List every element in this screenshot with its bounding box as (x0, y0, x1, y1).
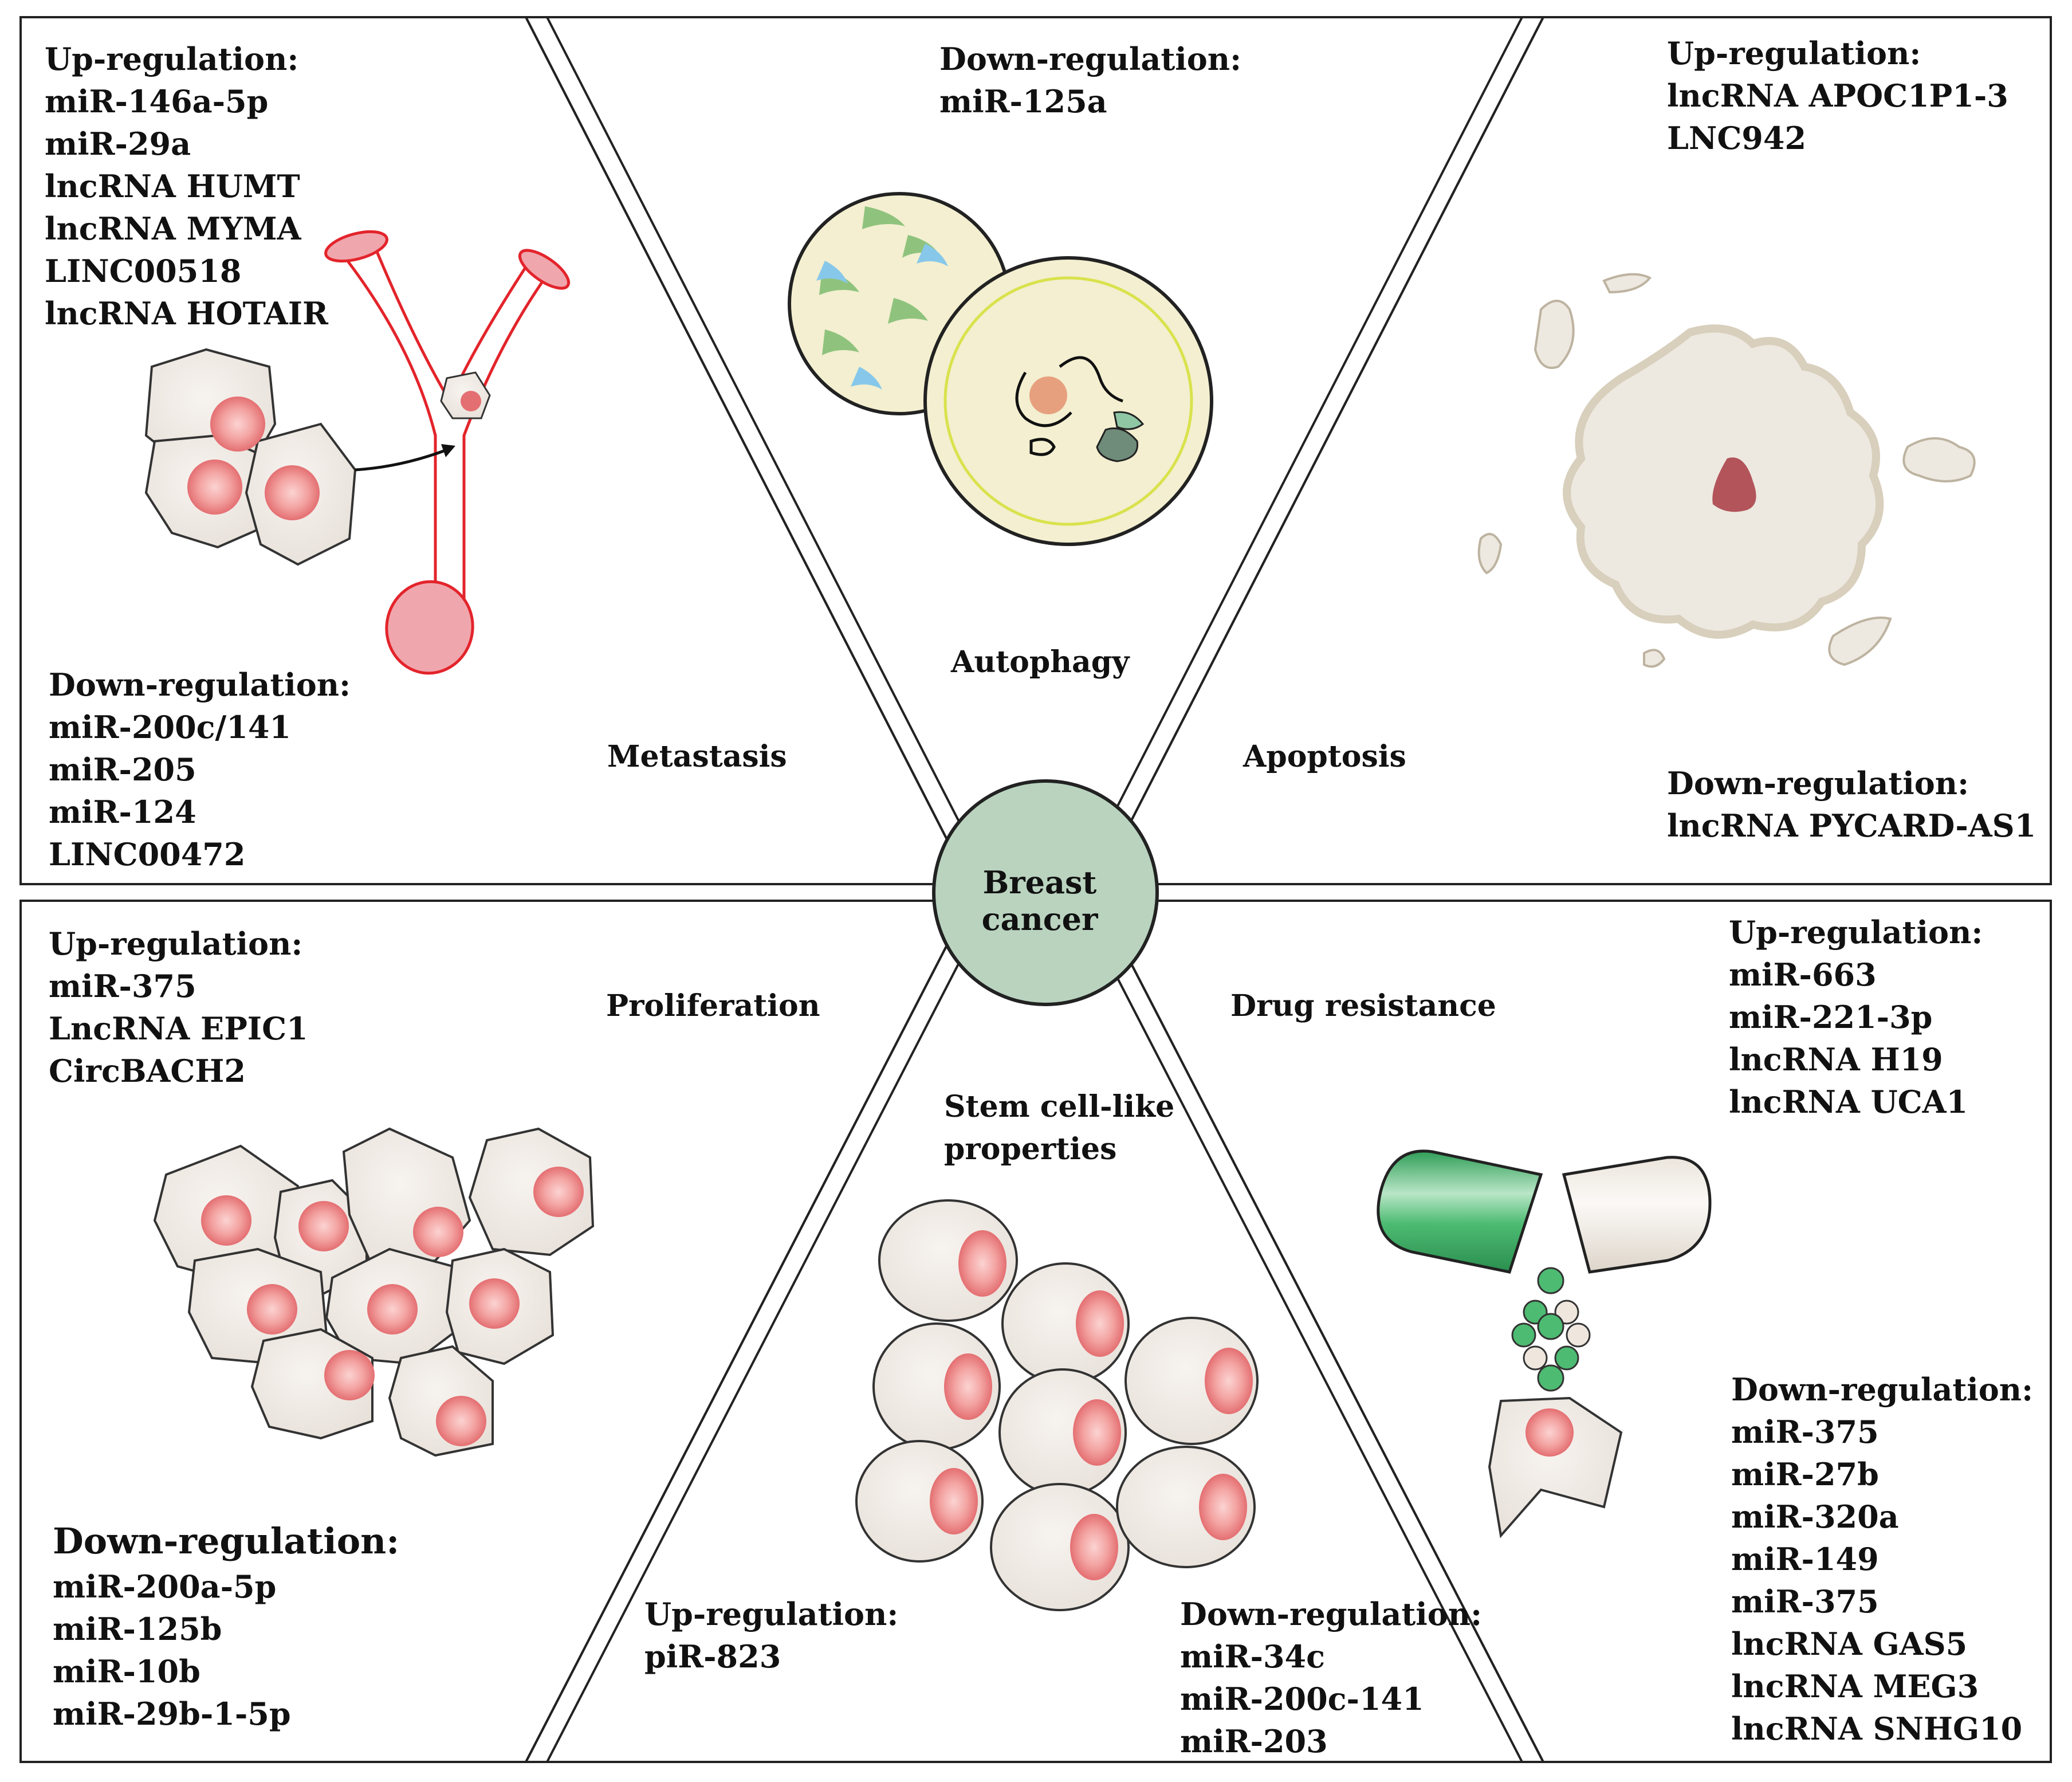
metastasis-cells (144, 348, 357, 566)
proliferation-down-list: Down-regulation: miR-200a-5p miR-125b mi… (53, 1517, 399, 1735)
list-item: miR-125a (939, 83, 1107, 120)
stem-cells (855, 1199, 1259, 1611)
list-item: miR-375 (49, 968, 196, 1004)
apoptotic-nucleus (1712, 457, 1756, 512)
list-item: lncRNA UCA1 (1729, 1084, 1968, 1120)
list-item: lncRNA MEG3 (1731, 1668, 1979, 1705)
metastasis-down-list: Down-regulation: miR-200c/141 miR-205 mi… (49, 664, 351, 876)
list-item: miR-203 (1180, 1723, 1328, 1760)
list-item: miR-10b (53, 1653, 200, 1690)
stem-title-line1: Stem cell-like (944, 1089, 1175, 1124)
apoptotic-bodies (1477, 273, 1976, 668)
drug-down-heading: Down-regulation: (1731, 1371, 2034, 1408)
list-item: LNC942 (1667, 120, 1807, 156)
list-item: miR-205 (49, 751, 196, 788)
drug-down-list: Down-regulation: miR-375 miR-27b miR-320… (1731, 1368, 2033, 1750)
apoptosis-title: Apoptosis (1243, 739, 1406, 774)
list-item: lncRNA HUMT (45, 168, 300, 205)
list-item: miR-34c (1180, 1638, 1325, 1675)
proliferation-cells (153, 1127, 595, 1457)
list-item: miR-146a-5p (45, 83, 269, 120)
proliferation-up-list: Up-regulation: miR-375 LncRNA EPIC1 Circ… (49, 923, 308, 1092)
migrating-cell (440, 371, 491, 419)
list-item: lncRNA HOTAIR (45, 295, 328, 332)
list-item: LINC00518 (45, 253, 242, 289)
drug-resistance-title: Drug resistance (1230, 988, 1496, 1023)
autophagy-title: Autophagy (951, 645, 1130, 680)
blood-vessel (324, 230, 571, 675)
apoptosis-down-list: Down-regulation: lncRNA PYCARD-AS1 (1667, 762, 2036, 847)
list-item: lncRNA GAS5 (1731, 1626, 1968, 1662)
migration-arrow (355, 448, 447, 472)
drug-up-list: Up-regulation: miR-663 miR-221-3p lncRNA… (1729, 911, 1983, 1123)
capsule (1377, 1149, 1712, 1274)
drug-granules (1511, 1267, 1591, 1392)
list-item: miR-200a-5p (53, 1568, 277, 1605)
metastasis-down-heading: Down-regulation: (49, 666, 351, 703)
autophagy-cell (788, 192, 1213, 546)
list-item: lncRNA SNHG10 (1731, 1710, 2023, 1747)
proliferation-title: Proliferation (606, 988, 820, 1023)
center-circle (932, 779, 1159, 1006)
list-item: miR-663 (1729, 956, 1877, 993)
center-label: Breast cancer (981, 864, 1098, 937)
stem-title: Stem cell-like properties (944, 1086, 1174, 1171)
list-item: miR-200c/141 (49, 709, 291, 745)
apoptosis-up-heading: Up-regulation: (1667, 35, 1921, 72)
list-item: lncRNA APOC1P1-3 (1667, 77, 2008, 114)
list-item: miR-375 (1731, 1583, 1879, 1620)
list-item: lncRNA MYMA (45, 210, 301, 247)
drug-target-cell (1488, 1396, 1623, 1538)
list-item: lncRNA H19 (1729, 1041, 1943, 1078)
apoptosis-up-list: Up-regulation: lncRNA APOC1P1-3 LNC942 (1667, 32, 2008, 159)
autophagy-down-list: Down-regulation: miR-125a (939, 38, 1241, 123)
list-item: miR-29b-1-5p (53, 1695, 291, 1732)
frame-drug (1096, 900, 2052, 1763)
stem-title-line2: properties (944, 1132, 1117, 1167)
list-item: miR-221-3p (1729, 999, 1933, 1035)
list-item: LINC00472 (49, 836, 246, 873)
frame-apoptosis (1096, 16, 2052, 885)
list-item: miR-320a (1731, 1498, 1899, 1535)
list-item: LncRNA EPIC1 (49, 1010, 308, 1047)
stem-up-list: Up-regulation: piR-823 (644, 1593, 898, 1678)
list-item: miR-375 (1731, 1414, 1879, 1450)
list-item: miR-27b (1731, 1456, 1879, 1493)
proliferation-down-heading: Down-regulation: (53, 1520, 400, 1562)
proliferation-up-heading: Up-regulation: (49, 925, 303, 962)
stem-down-list: Down-regulation: miR-34c miR-200c-141 mi… (1180, 1593, 1482, 1763)
list-item: piR-823 (644, 1638, 781, 1675)
list-item: miR-125b (53, 1611, 222, 1647)
list-item: miR-29a (45, 125, 191, 162)
stem-down-heading: Down-regulation: (1180, 1596, 1483, 1632)
autophagy-down-heading: Down-regulation: (939, 41, 1242, 77)
list-item: miR-124 (49, 794, 196, 830)
list-item: CircBACH2 (49, 1053, 246, 1089)
metastasis-up-heading: Up-regulation: (45, 41, 299, 77)
metastasis-title: Metastasis (607, 739, 787, 774)
apoptosis-down-heading: Down-regulation: (1667, 765, 1969, 802)
list-item: miR-200c-141 (1180, 1681, 1424, 1717)
drug-up-heading: Up-regulation: (1729, 914, 1983, 951)
metastasis-up-list: Up-regulation: miR-146a-5p miR-29a lncRN… (45, 38, 328, 335)
diagonal-double-lines (546, 17, 1523, 1763)
list-item: lncRNA PYCARD-AS1 (1667, 807, 2036, 844)
stem-up-heading: Up-regulation: (644, 1596, 899, 1632)
list-item: miR-149 (1731, 1541, 1879, 1577)
